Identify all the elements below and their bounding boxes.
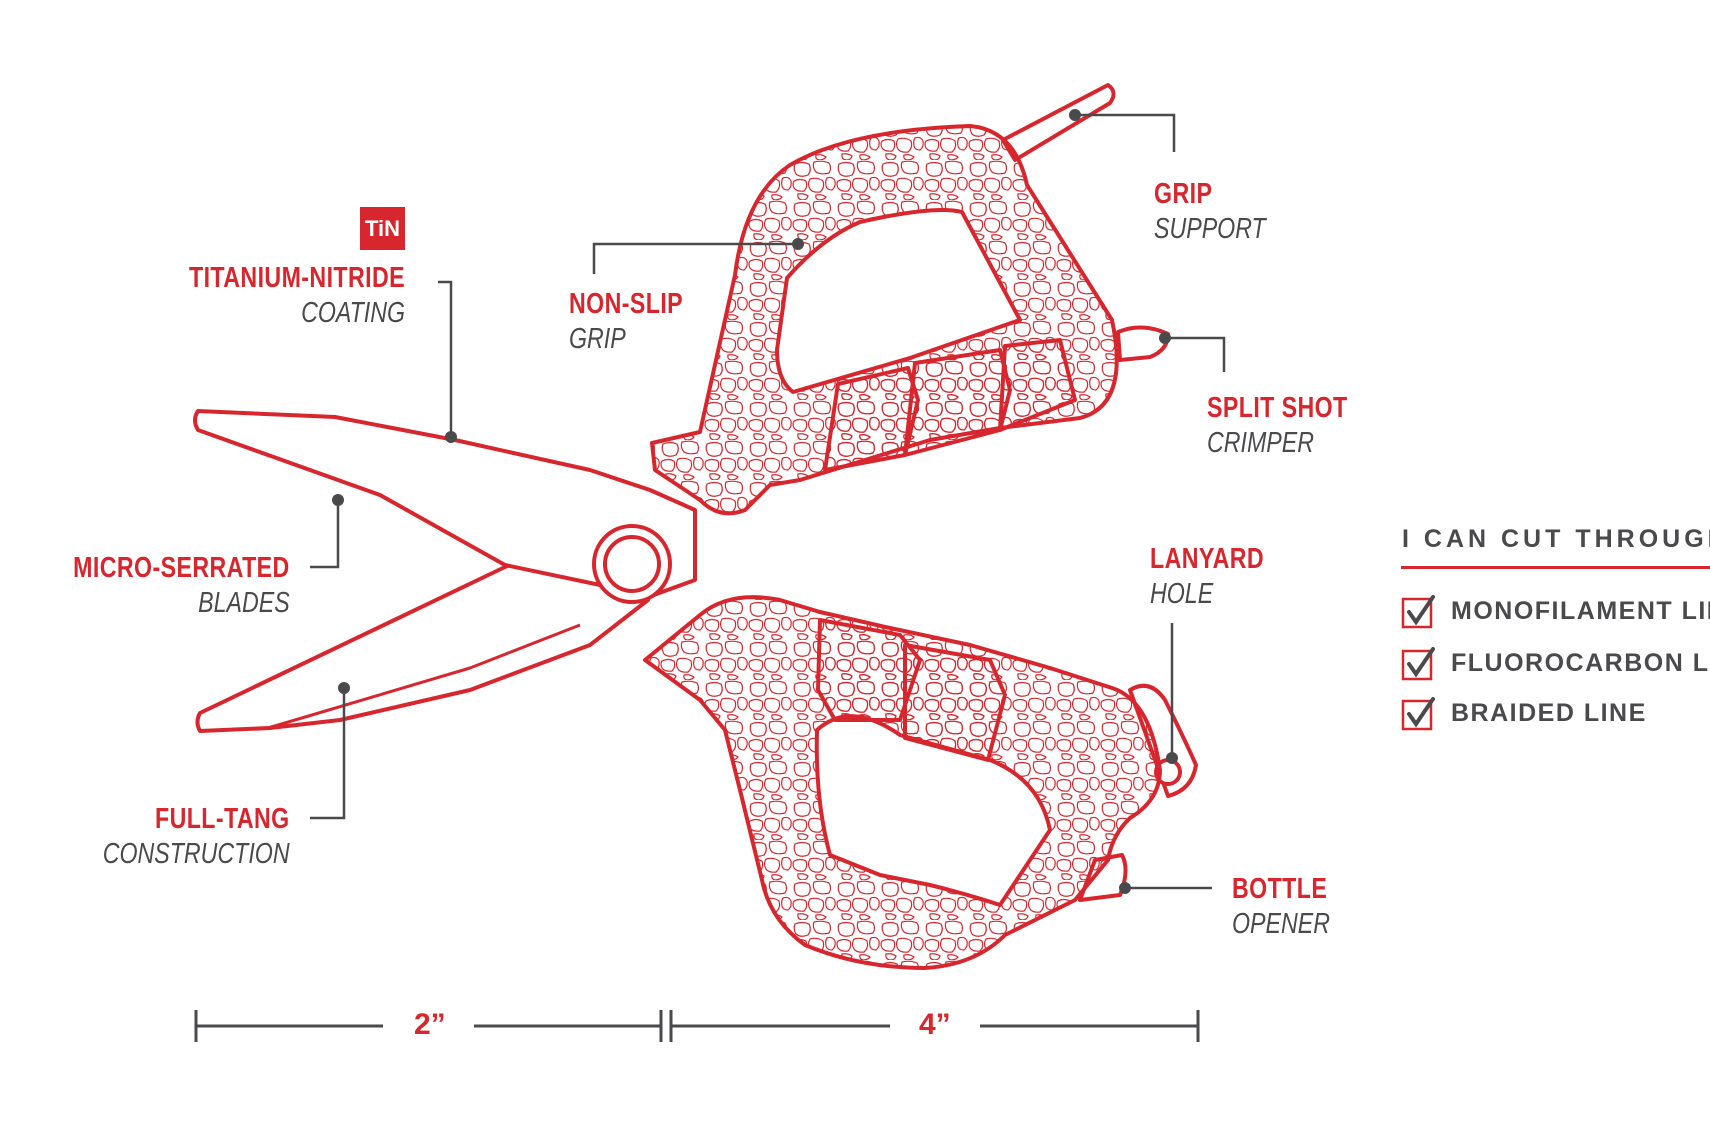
legend-item-label: FLUOROCARBON LINE [1451, 648, 1710, 677]
legend-item-label: MONOFILAMENT LINE [1451, 596, 1710, 625]
callout-title: LANYARD [1150, 543, 1265, 575]
callout-subtitle: CRIMPER [1207, 427, 1314, 459]
legend-item: MONOFILAMENT LINE [1401, 593, 1710, 629]
callout-title: SPLIT SHOT [1207, 392, 1348, 424]
legend-divider [1401, 566, 1710, 569]
checkbox-checked-icon [1401, 595, 1435, 629]
callout-subtitle: COATING [301, 297, 405, 329]
legend-title: I CAN CUT THROUGH [1402, 525, 1710, 553]
legend-item-label: BRAIDED LINE [1451, 698, 1647, 727]
callout-title: MICRO-SERRATED [73, 552, 290, 584]
callout-split-shot: SPLIT SHOT CRIMPER [1207, 394, 1383, 458]
checkbox-checked-icon [1401, 647, 1435, 681]
callout-subtitle: OPENER [1232, 908, 1330, 940]
dimension-lines [194, 1010, 1200, 1042]
leader-lines [310, 113, 1226, 890]
callout-title: FULL-TANG [155, 803, 290, 835]
legend-item: BRAIDED LINE [1401, 695, 1647, 731]
callout-title: BOTTLE [1232, 873, 1328, 905]
leader-dots [332, 109, 1178, 894]
dimension-blade: 2” [414, 1008, 446, 1041]
callout-subtitle: GRIP [569, 323, 626, 355]
upper-handle [650, 83, 1170, 516]
checkbox-checked-icon [1401, 697, 1435, 731]
legend-item: FLUOROCARBON LINE [1401, 645, 1710, 681]
upper-blade [193, 409, 697, 602]
callout-subtitle: HOLE [1150, 578, 1214, 610]
callout-title: GRIP [1154, 178, 1213, 210]
callout-micro-serrated: MICRO-SERRATED BLADES [19, 554, 290, 618]
callout-titanium-nitride: TITANIUM-NITRIDE COATING [135, 264, 405, 328]
callout-subtitle: BLADES [198, 587, 290, 619]
callout-subtitle: CONSTRUCTION [103, 838, 290, 870]
tin-badge: TiN [360, 207, 405, 250]
dimension-handle: 4” [919, 1008, 951, 1041]
callout-lanyard-hole: LANYARD HOLE [1150, 545, 1293, 609]
callout-grip-support: GRIP SUPPORT [1154, 180, 1294, 244]
callout-full-tang: FULL-TANG CONSTRUCTION [56, 805, 290, 869]
callout-title: NON-SLIP [569, 288, 684, 320]
callout-bottle-opener: BOTTLE OPENER [1232, 875, 1354, 939]
pivot-screw [592, 524, 672, 604]
callout-subtitle: SUPPORT [1154, 213, 1266, 245]
callout-non-slip: NON-SLIP GRIP [569, 290, 712, 354]
callout-title: TITANIUM-NITRIDE [188, 262, 405, 294]
lower-handle [643, 595, 1198, 970]
